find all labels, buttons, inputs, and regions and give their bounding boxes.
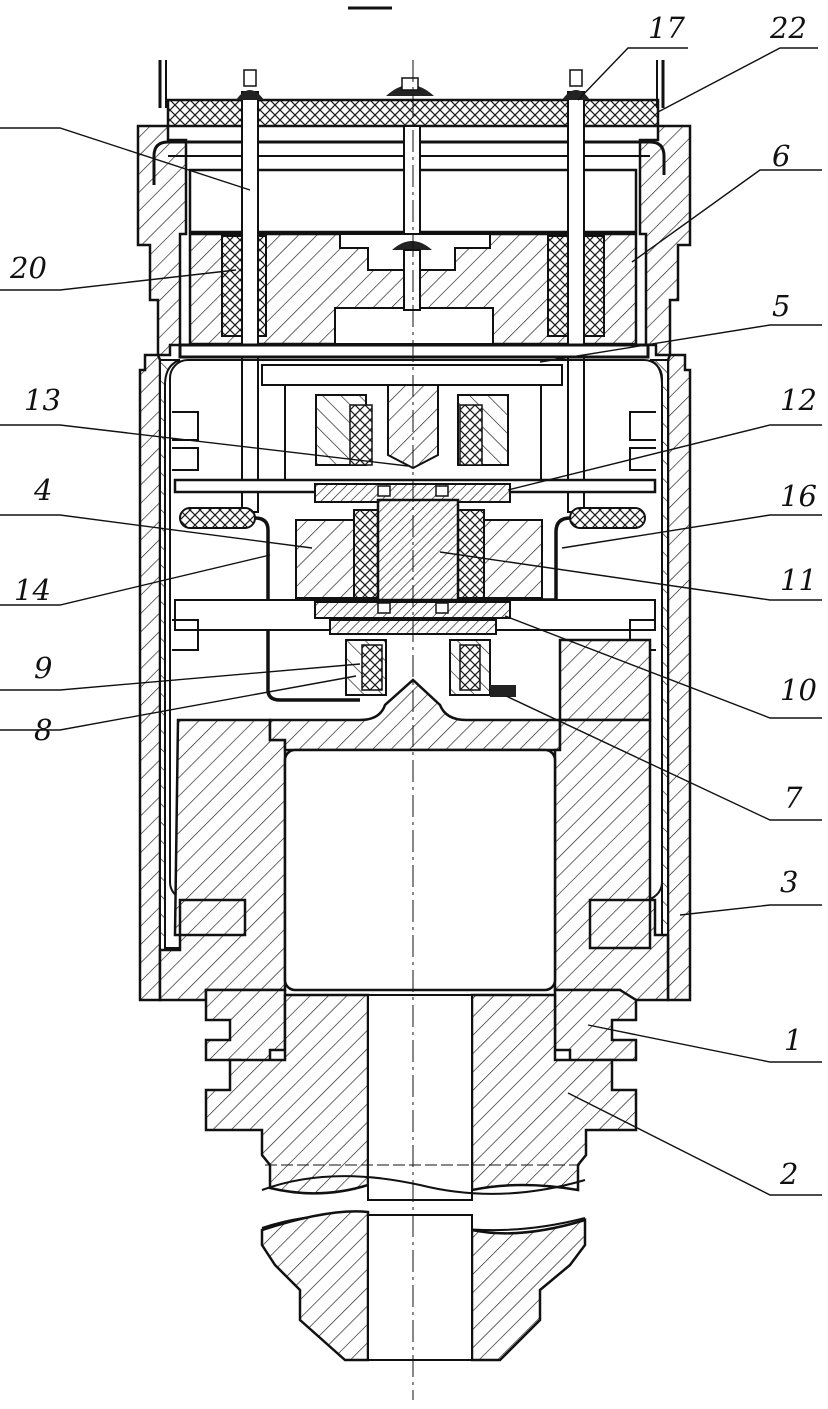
main-body	[158, 638, 670, 1102]
label-2: 2	[779, 1157, 798, 1191]
leader-lines	[0, 47, 822, 1196]
plate-5	[178, 343, 650, 359]
label-6: 6	[772, 139, 790, 173]
shaft	[204, 993, 638, 1362]
label-13: 13	[24, 383, 61, 417]
label-7: 7	[784, 781, 803, 815]
label-5: 5	[772, 289, 790, 323]
label-22: 22	[769, 11, 807, 45]
label-16: 16	[780, 479, 817, 513]
label-3: 3	[780, 865, 798, 899]
upper-contact-plate	[173, 478, 657, 503]
lower-springs	[345, 639, 516, 697]
bolts	[236, 69, 590, 513]
label-1: 1	[784, 1023, 802, 1057]
flexible-connectors	[179, 507, 646, 702]
label-8: 8	[34, 713, 52, 747]
label-11: 11	[780, 563, 817, 597]
central-block	[295, 498, 543, 602]
upper-housing	[136, 124, 692, 357]
top-cover	[158, 60, 665, 128]
label-12: 12	[780, 383, 817, 417]
label-20: 20	[9, 251, 47, 285]
centre-lines	[265, 60, 580, 1400]
part-number-labels: 17 22 6 20 5 13 12 4 16 14 11 9 10 8 7 3…	[9, 11, 817, 1191]
label-9: 9	[34, 651, 52, 685]
label-17: 17	[648, 11, 685, 45]
label-10: 10	[780, 673, 817, 707]
label-4: 4	[33, 473, 52, 507]
label-14: 14	[14, 573, 51, 607]
